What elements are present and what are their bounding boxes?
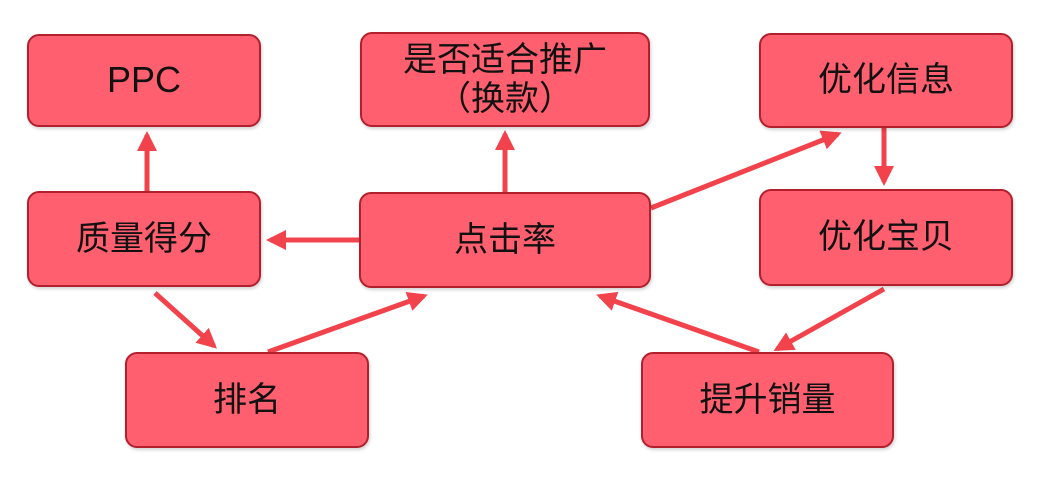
arrow-ranking-to-ctr (267, 291, 428, 355)
node-suitable-to-promote: 是否适合推广 （换款） (360, 32, 650, 127)
node-ppc: PPC (27, 34, 261, 127)
node-click-through-rate: 点击率 (359, 192, 651, 288)
node-ranking: 排名 (125, 352, 369, 448)
arrow-quality-to-ranking (153, 291, 217, 349)
arrow-ctr-to-optimize-info (650, 130, 842, 211)
node-boost-sales: 提升销量 (641, 352, 894, 448)
node-optimize-item: 优化宝贝 (759, 189, 1013, 286)
arrow-optimize-item-to-sales (773, 286, 886, 352)
node-quality-score: 质量得分 (27, 191, 261, 287)
arrow-sales-to-ctr (596, 291, 760, 355)
node-optimize-info: 优化信息 (759, 33, 1013, 128)
